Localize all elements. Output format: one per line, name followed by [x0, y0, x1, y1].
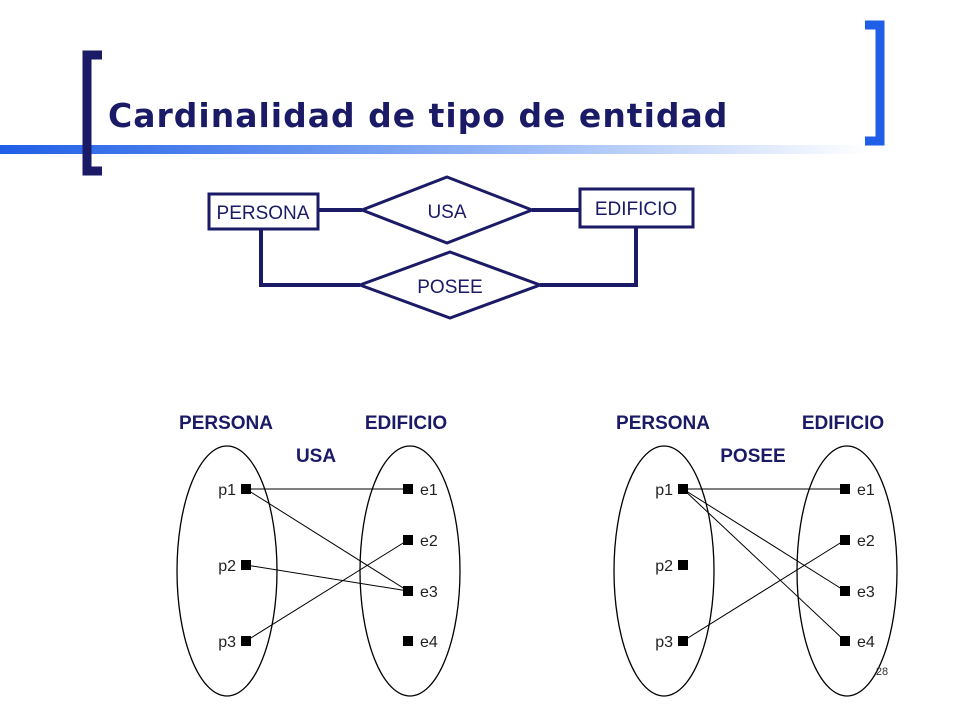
element-label-e1: e1	[857, 482, 875, 499]
relationship-posee-diamond	[355, 250, 545, 320]
element-label-e2: e2	[420, 533, 438, 550]
left-set-heading: PERSONA	[179, 413, 273, 434]
er-diagram: PERSONA EDIFICIO USA POSEE	[207, 175, 695, 320]
right-set-heading: EDIFICIO	[365, 413, 447, 434]
element-marker-e2	[403, 535, 413, 545]
element-marker-p2	[678, 560, 688, 570]
link-p3-e2	[682, 539, 846, 642]
slide-title: Cardinalidad de tipo de entidad	[108, 96, 728, 135]
relationship-heading: USA	[296, 446, 336, 467]
element-marker-e1	[403, 484, 413, 494]
element-label-e4: e4	[857, 634, 875, 651]
entity-edificio-label: EDIFICIO	[595, 199, 677, 220]
element-marker-e4	[840, 636, 850, 646]
entity-edificio-box	[578, 187, 695, 229]
link-p2-e3	[245, 564, 409, 592]
left-bracket	[82, 50, 102, 176]
right-set-ellipse	[359, 445, 461, 697]
element-label-p1: p1	[218, 482, 236, 499]
link-p3-e2	[245, 539, 409, 642]
element-label-e2: e2	[857, 533, 875, 550]
right-bracket	[865, 20, 885, 146]
er-link-posee-edificio	[540, 227, 638, 287]
element-marker-p2	[241, 560, 251, 570]
right-set-ellipse	[796, 445, 898, 697]
relationship-usa-label: USA	[427, 202, 466, 223]
title-underline	[0, 145, 870, 154]
element-marker-e4	[403, 636, 413, 646]
element-marker-p3	[678, 636, 688, 646]
entity-persona-box	[207, 192, 320, 231]
element-label-p1: p1	[655, 482, 673, 499]
relationship-posee-label: POSEE	[417, 277, 482, 298]
element-marker-p1	[678, 484, 688, 494]
link-p1-e3	[682, 488, 846, 592]
title-decoration	[0, 20, 885, 176]
element-marker-p1	[241, 484, 251, 494]
left-set-heading: PERSONA	[616, 413, 710, 434]
relationship-heading: POSEE	[720, 446, 785, 467]
entity-persona-label: PERSONA	[217, 203, 310, 224]
instance-diagram-usa: PERSONA EDIFICIO USA p1 p2 p3 e1 e2 e3 e4	[176, 413, 461, 697]
element-label-e4: e4	[420, 634, 438, 651]
page-number: 28	[876, 666, 888, 678]
link-p1-e3	[245, 488, 409, 592]
right-set-heading: EDIFICIO	[802, 413, 884, 434]
relationship-usa-diamond	[357, 175, 537, 245]
link-p1-e4	[682, 488, 846, 642]
element-label-p2: p2	[218, 558, 236, 575]
element-label-e3: e3	[420, 584, 438, 601]
element-marker-p3	[241, 636, 251, 646]
element-label-e1: e1	[420, 482, 438, 499]
element-label-p2: p2	[655, 558, 673, 575]
element-marker-e2	[840, 535, 850, 545]
left-set-ellipse	[176, 445, 278, 697]
element-label-e3: e3	[857, 584, 875, 601]
element-label-p3: p3	[655, 634, 673, 651]
element-marker-e3	[840, 586, 850, 596]
element-label-p3: p3	[218, 634, 236, 651]
instance-diagram-posee: PERSONA EDIFICIO POSEE p1 p2 p3 e1 e2 e3 e4	[613, 413, 898, 697]
element-marker-e3	[403, 586, 413, 596]
left-set-ellipse	[613, 445, 715, 697]
er-link-persona-posee	[259, 229, 360, 287]
element-marker-e1	[840, 484, 850, 494]
